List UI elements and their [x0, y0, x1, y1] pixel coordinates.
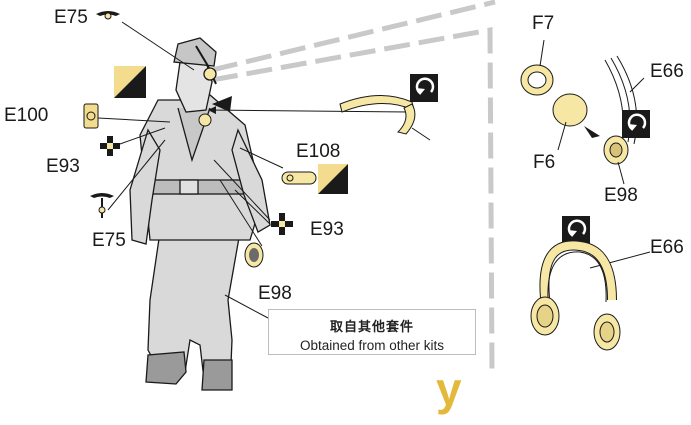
e98-cup — [603, 135, 629, 165]
label-e100: E100 — [4, 105, 49, 126]
label-f6: F6 — [533, 152, 556, 173]
rotate-arrow-icon-2 — [622, 110, 650, 138]
label-e98-figure: E98 — [258, 283, 292, 304]
arrow-icon — [212, 96, 232, 112]
headphones-assembly — [530, 240, 621, 351]
label-e66-bottom: E66 — [650, 237, 684, 258]
label-e93-right: E93 — [310, 219, 344, 240]
label-e75-top: E75 — [54, 7, 88, 28]
leader-lines — [97, 21, 411, 319]
e108-part — [281, 171, 317, 185]
arrow-icon-2 — [584, 126, 600, 138]
soldier-figure — [129, 37, 271, 391]
label-e108: E108 — [296, 141, 341, 162]
iron-cross-icon-right — [271, 213, 293, 235]
note-english: Obtained from other kits — [299, 338, 445, 353]
panel-divider — [211, 0, 496, 373]
headband-part — [339, 94, 431, 141]
label-e93-left: E93 — [46, 156, 80, 177]
sourcing-note: 取自其他套件 Obtained from other kits — [268, 309, 476, 355]
e100-plaque — [83, 103, 99, 129]
note-chinese: 取自其他套件 — [329, 320, 414, 335]
f7-ring — [520, 64, 554, 96]
step-letter: y — [436, 363, 462, 415]
eagle-icon — [96, 11, 120, 20]
label-f7: F7 — [532, 13, 555, 34]
eagle-icon-lower — [90, 193, 114, 218]
iron-cross-icon — [100, 136, 120, 156]
f6-disc — [552, 93, 588, 127]
paint-swatch-icon-2 — [318, 164, 348, 194]
right-leaders — [539, 39, 651, 269]
rotate-arrow-icon-3 — [562, 216, 590, 244]
label-e98-right: E98 — [604, 185, 638, 206]
label-e66-top: E66 — [650, 61, 684, 82]
paint-swatch-icon — [114, 66, 146, 98]
figure-badges — [198, 113, 264, 268]
rotate-arrow-icon — [410, 74, 438, 102]
label-e75-bottom: E75 — [92, 230, 126, 251]
